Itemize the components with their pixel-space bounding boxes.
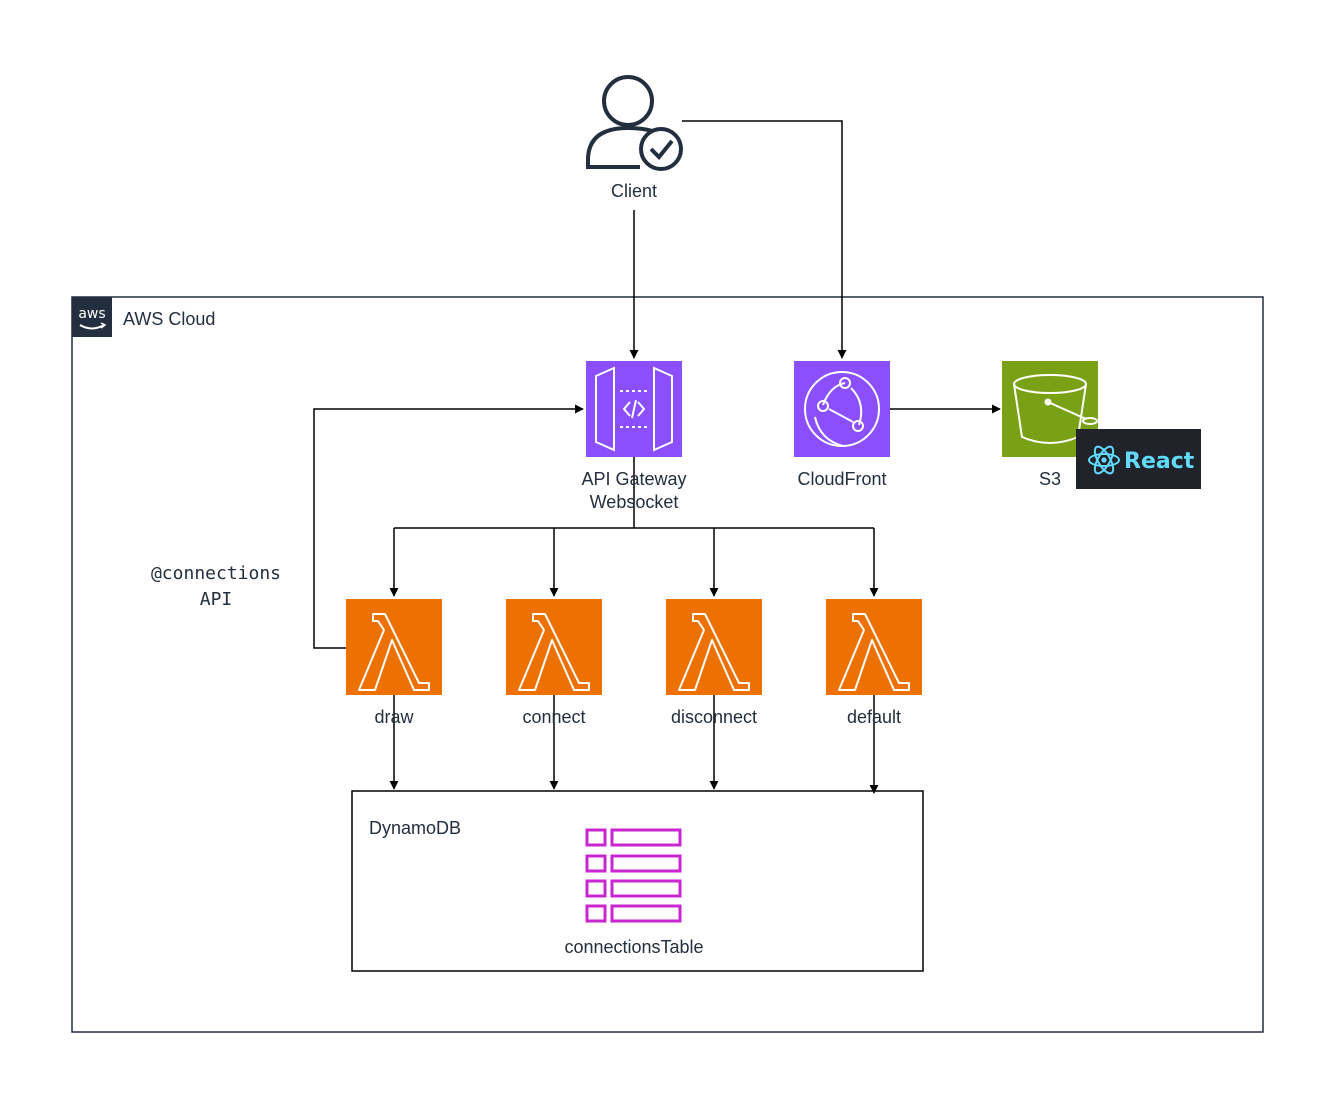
client-to-cloudfront-edge	[682, 120, 847, 359]
aws-cloud-group: aws AWS Cloud	[71, 296, 1264, 1033]
dynamodb-table-icon	[585, 828, 682, 923]
dynamodb-container[interactable]: DynamoDB connectionsTable	[351, 790, 924, 972]
lambda-label: default	[847, 707, 901, 727]
connections-table-label: connectionsTable	[564, 937, 703, 957]
draw-to-apigw-edge	[313, 404, 584, 649]
dynamodb-title: DynamoDB	[369, 818, 461, 838]
aws-cloud-label: AWS Cloud	[123, 309, 215, 329]
lambda-label: connect	[522, 707, 585, 727]
svg-text:aws: aws	[78, 306, 105, 322]
lambda-label: draw	[374, 707, 414, 727]
connections-api-line2: API	[200, 589, 233, 610]
react-badge: React	[1076, 429, 1201, 489]
client-node[interactable]: Client	[586, 75, 683, 201]
lambda-disconnect[interactable]: disconnect	[666, 599, 762, 727]
react-logo-icon	[1088, 445, 1120, 475]
react-label: React	[1124, 449, 1195, 474]
aws-logo-icon: aws	[72, 297, 112, 337]
client-label: Client	[611, 181, 657, 201]
lambda-connect[interactable]: connect	[506, 599, 602, 727]
user-check-icon	[586, 75, 683, 171]
api-gateway-label-line1: API Gateway	[581, 469, 686, 489]
lambda-label: disconnect	[671, 707, 757, 727]
connectors	[313, 120, 1001, 794]
connections-api-line1: @connections	[151, 563, 281, 584]
api-gateway-label-line2: Websocket	[590, 492, 679, 512]
lambda-default[interactable]: default	[826, 599, 922, 727]
api-gateway-node[interactable]: API Gateway Websocket	[581, 361, 687, 512]
cloudfront-icon	[794, 361, 890, 457]
lambda-draw[interactable]: draw	[346, 599, 442, 727]
cloudfront-node[interactable]: CloudFront	[794, 361, 890, 489]
s3-label: S3	[1039, 469, 1061, 489]
connections-api-annotation: @connections API	[151, 563, 281, 610]
cloudfront-label: CloudFront	[797, 469, 886, 489]
